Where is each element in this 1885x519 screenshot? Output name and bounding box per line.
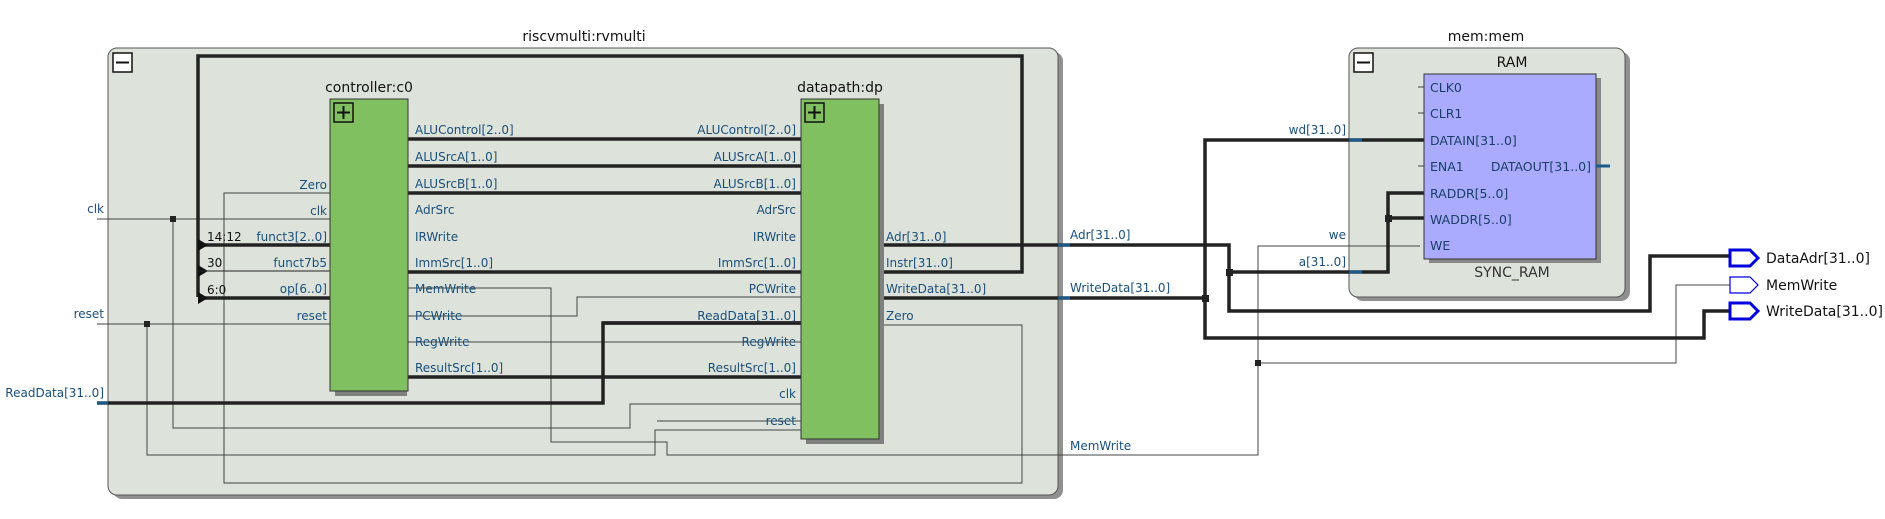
controller-out-regwrite: RegWrite xyxy=(415,335,469,349)
bit-slice-6-0: 6:0 xyxy=(207,283,226,297)
datapath-in-readdata: ReadData[31..0] xyxy=(697,309,796,323)
output-port-dataadr[interactable]: DataAdr[31..0] xyxy=(1728,248,1870,268)
datapath-input-pins: ALUControl[2..0] ALUSrcA[1..0] ALUSrcB[1… xyxy=(697,123,796,428)
datapath-in-alucontrol: ALUControl[2..0] xyxy=(697,123,796,137)
controller-out-resultsrc: ResultSrc[1..0] xyxy=(415,361,503,375)
datapath-in-pcwrite: PCWrite xyxy=(749,282,796,296)
ram-title: RAM xyxy=(1497,55,1528,71)
controller-out-immsrc: ImmSrc[1..0] xyxy=(415,256,493,270)
controller-pin-zero: Zero xyxy=(299,178,327,192)
output-port-writedata[interactable]: WriteData[31..0] xyxy=(1728,301,1883,321)
mem-title: mem:mem xyxy=(1448,29,1525,45)
net-writedata-label: WriteData[31..0] xyxy=(1070,281,1170,295)
controller-output-pins: ALUControl[2..0] ALUSrcA[1..0] ALUSrcB[1… xyxy=(415,123,514,375)
ram-port-we: WE xyxy=(1430,238,1450,253)
bit-slice-30: 30 xyxy=(207,256,222,270)
controller-out-irwrite: IRWrite xyxy=(415,230,458,244)
controller-pin-clk: clk xyxy=(310,204,327,218)
controller-out-adrsrc: AdrSrc xyxy=(415,203,454,217)
collapse-riscvmulti-icon[interactable] xyxy=(112,52,133,73)
datapath-in-reset: reset xyxy=(766,414,797,428)
ram-port-raddr: RADDR[5..0] xyxy=(1430,186,1508,201)
bit-slice-14-12: 14:12 xyxy=(207,230,242,244)
datapath-in-irwrite: IRWrite xyxy=(753,230,796,244)
controller-out-memwrite: MemWrite xyxy=(415,282,476,296)
datapath-out-zero: Zero xyxy=(886,309,914,323)
output-writedata-label: WriteData[31..0] xyxy=(1766,304,1883,320)
controller-pin-funct3: funct3[2..0] xyxy=(256,230,327,244)
datapath-in-immsrc: ImmSrc[1..0] xyxy=(718,256,796,270)
ram-type-label: SYNC_RAM xyxy=(1474,265,1550,281)
datapath-out-writedata: WriteData[31..0] xyxy=(886,282,986,296)
output-memwrite-label: MemWrite xyxy=(1766,278,1837,294)
mem-in-a-label: a[31..0] xyxy=(1299,255,1346,269)
controller-out-pcwrite: PCWrite xyxy=(415,309,462,323)
expand-controller-icon[interactable] xyxy=(333,102,354,123)
net-memwrite-label: MemWrite xyxy=(1070,439,1131,453)
mem-in-wd-label: wd[31..0] xyxy=(1289,123,1346,137)
datapath-in-regwrite: RegWrite xyxy=(742,335,796,349)
datapath-output-pins: Adr[31..0] Instr[31..0] WriteData[31..0]… xyxy=(886,230,986,323)
input-reset-label: reset xyxy=(74,307,105,321)
collapse-mem-icon[interactable] xyxy=(1353,52,1374,73)
output-port-memwrite[interactable]: MemWrite xyxy=(1729,276,1837,294)
datapath-in-alusrca: ALUSrcA[1..0] xyxy=(714,150,796,164)
controller-out-alucontrol: ALUControl[2..0] xyxy=(415,123,514,137)
ram-port-waddr: WADDR[5..0] xyxy=(1430,212,1512,227)
input-readdata-label: ReadData[31..0] xyxy=(5,386,104,400)
controller-pin-op: op[6..0] xyxy=(280,282,327,296)
datapath-out-instr: Instr[31..0] xyxy=(886,256,953,270)
input-clk-label: clk xyxy=(87,202,104,216)
ram-block[interactable]: RAM SYNC_RAM xyxy=(1423,55,1601,281)
wire-junctions xyxy=(144,215,1392,366)
datapath-in-clk: clk xyxy=(779,387,796,401)
datapath-in-alusrcb: ALUSrcB[1..0] xyxy=(714,177,796,191)
riscvmulti-title: riscvmulti:rvmulti xyxy=(522,29,645,45)
expand-datapath-icon[interactable] xyxy=(804,102,825,123)
ram-port-datain: DATAIN[31..0] xyxy=(1430,133,1517,148)
datapath-in-adrsrc: AdrSrc xyxy=(757,203,796,217)
controller-out-alusrcb: ALUSrcB[1..0] xyxy=(415,177,497,191)
mem-in-we-label: we xyxy=(1329,228,1346,242)
datapath-in-resultsrc: ResultSrc[1..0] xyxy=(708,361,796,375)
output-dataadr-label: DataAdr[31..0] xyxy=(1766,251,1870,267)
ram-port-clr1: CLR1 xyxy=(1430,106,1462,121)
controller-pin-reset: reset xyxy=(297,309,328,323)
net-adr-label: Adr[31..0] xyxy=(1070,228,1130,242)
datapath-block[interactable]: datapath:dp xyxy=(797,80,884,444)
pin-stubs xyxy=(97,138,1610,405)
controller-pin-funct7b5: funct7b5 xyxy=(273,256,327,270)
signal-wires xyxy=(97,56,1730,484)
controller-title: controller:c0 xyxy=(325,80,413,96)
bus-wires xyxy=(97,54,1730,405)
ram-port-dataout: DATAOUT[31..0] xyxy=(1491,159,1591,174)
controller-input-pins: Zero clk funct3[2..0] funct7b5 op[6..0] … xyxy=(256,178,327,323)
ram-port-ena1: ENA1 xyxy=(1430,159,1464,174)
datapath-title: datapath:dp xyxy=(797,80,883,96)
controller-block[interactable]: controller:c0 xyxy=(325,80,413,396)
datapath-out-adr: Adr[31..0] xyxy=(886,230,946,244)
ram-ports: CLK0 CLR1 DATAIN[31..0] ENA1 RADDR[5..0]… xyxy=(1430,80,1591,253)
controller-out-alusrca: ALUSrcA[1..0] xyxy=(415,150,497,164)
ram-port-clk0: CLK0 xyxy=(1430,80,1462,95)
